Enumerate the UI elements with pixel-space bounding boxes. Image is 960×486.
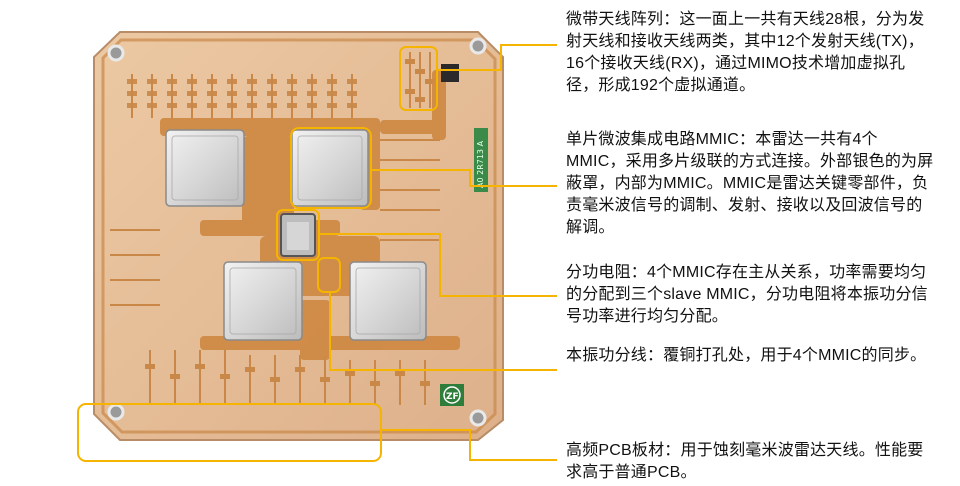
annotation-pcb-material: 高频PCB板材：用于蚀刻毫米波雷达天线。性能要求高于普通PCB。 [566, 442, 924, 481]
mmic-shield-3 [223, 261, 303, 341]
callout-box-antenna [399, 46, 438, 111]
leader-pcb-material [381, 429, 557, 461]
mmic-shields [165, 129, 427, 341]
mounting-holes [107, 37, 487, 427]
connector [441, 64, 459, 82]
leader-mmic [371, 169, 557, 187]
part-number-text: A0 2R713 A [476, 140, 485, 188]
mmic-shield-4 [349, 261, 427, 341]
annotation-antenna-array: 微带天线阵列：这一面上一共有天线28根，分为发射天线和接收天线两类，其中12个发… [566, 11, 925, 94]
callout-box-pcb-material [77, 403, 382, 462]
part-label: A0 2R713 A [474, 128, 488, 192]
leader-lo-splitter [329, 292, 557, 371]
annotation-mmic: 单片微波集成电路MMIC：本雷达一共有4个MMIC，采用多片级联的方式连接。外部… [566, 131, 934, 236]
callout-box-mmic [290, 127, 372, 209]
zf-logo: ZF [440, 384, 464, 406]
mmic-shield-1 [165, 129, 245, 207]
leader-antenna [437, 44, 557, 71]
annotation-power-divider: 分功电阻：4个MMIC存在主从关系，功率需要均匀的分配到三个slave MMIC… [566, 264, 928, 325]
annotation-lo-splitter: 本振功分线：覆铜打孔处，用于4个MMIC的同步。 [566, 347, 927, 364]
leader-power-divider [319, 233, 557, 297]
zf-logo-text: ZF [446, 392, 459, 402]
mmic-shield-2 [291, 129, 369, 207]
antenna-array [110, 52, 440, 405]
